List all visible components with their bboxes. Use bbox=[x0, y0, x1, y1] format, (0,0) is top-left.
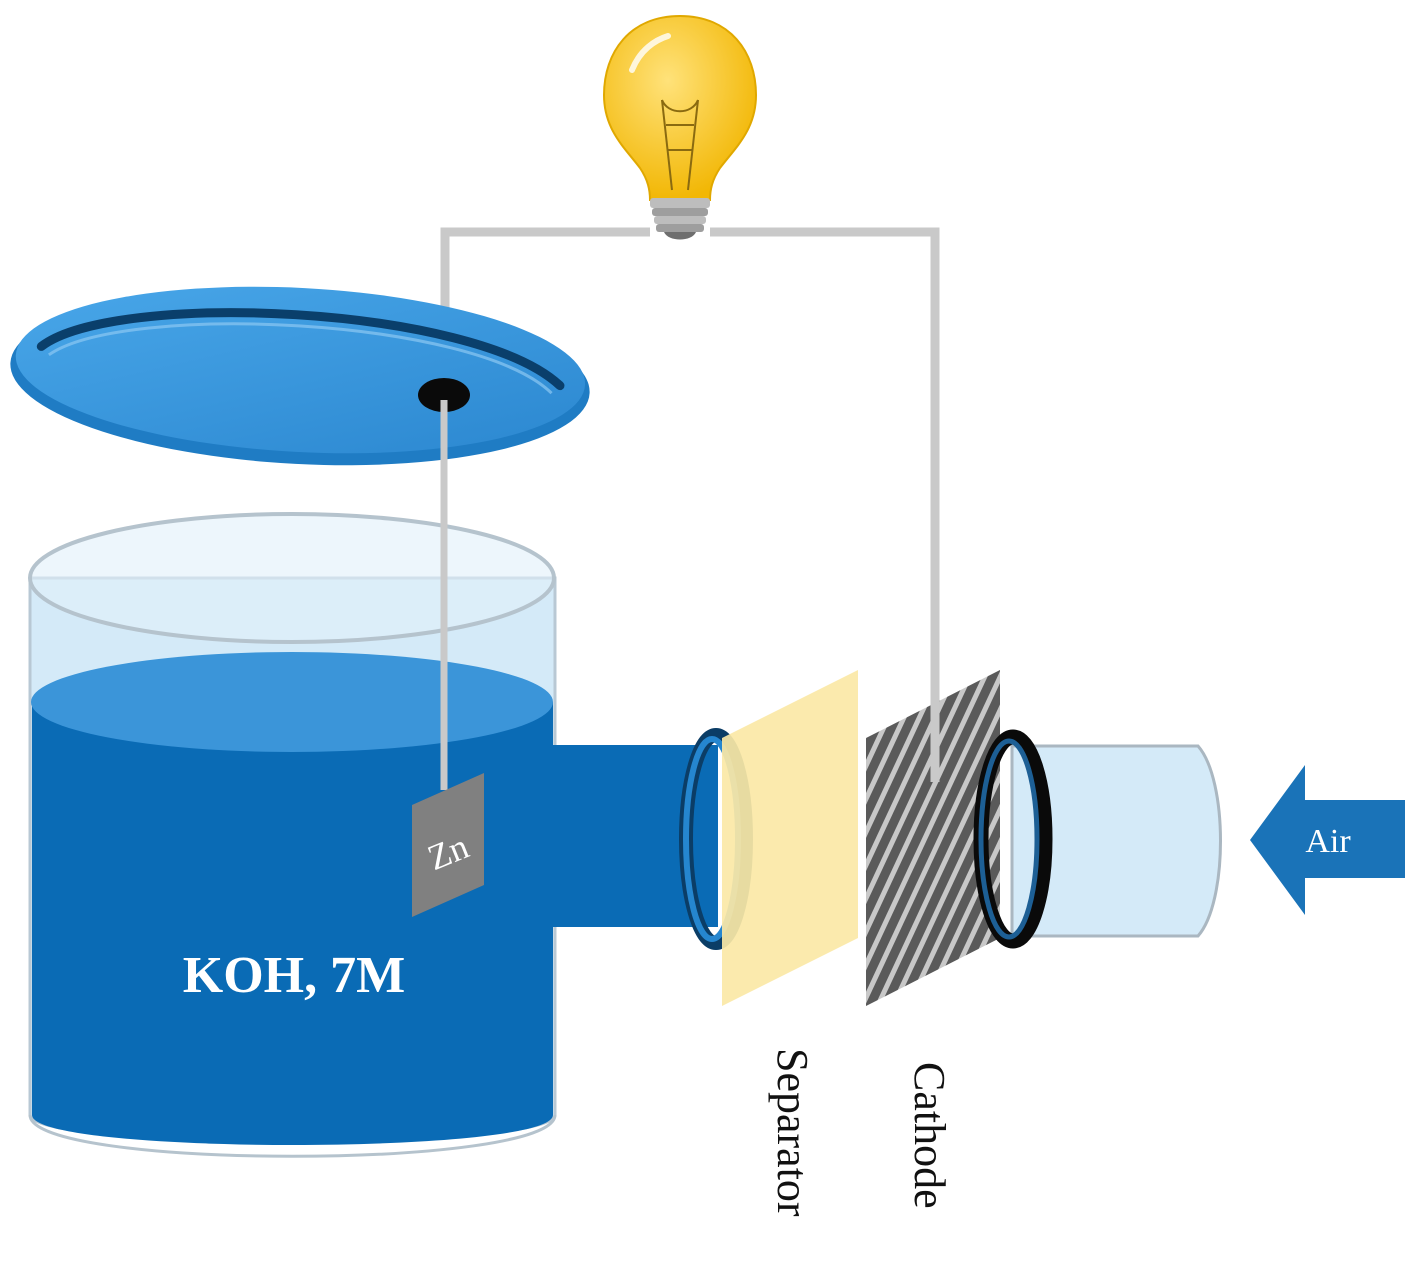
zinc-anode bbox=[412, 773, 484, 917]
separator-membrane bbox=[722, 670, 858, 1006]
air-tube bbox=[1010, 744, 1222, 938]
cathode-electrode bbox=[866, 670, 1000, 1006]
left-arrow-icon bbox=[1250, 765, 1405, 915]
electrolyte-beaker bbox=[28, 512, 557, 1158]
separator-label: Separator bbox=[768, 1048, 817, 1217]
right-o-ring bbox=[973, 729, 1053, 949]
container-lid bbox=[10, 286, 590, 466]
electrolyte-label: KOH, 7M bbox=[183, 947, 405, 1004]
lightbulb-icon bbox=[602, 14, 758, 240]
lid-hole bbox=[418, 378, 470, 412]
cathode-label: Cathode bbox=[905, 1062, 954, 1209]
air-label: Air bbox=[1305, 823, 1351, 860]
